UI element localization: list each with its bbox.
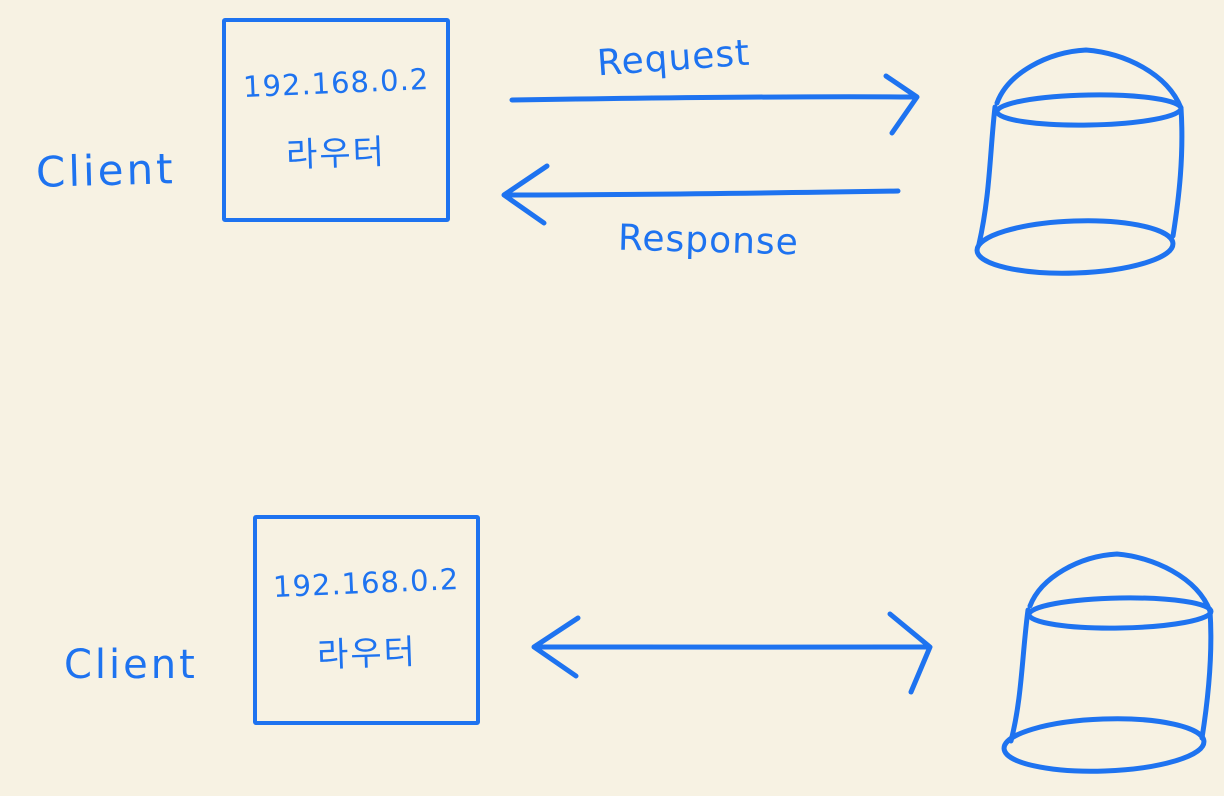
bidirectional-arrow arrow-bidirectional-icon: [531, 611, 933, 695]
bottom-router-ip: 192.168.0.2: [272, 561, 461, 604]
top-router-ip: 192.168.0.2: [242, 61, 430, 104]
bottom-router-name: 라우터: [316, 631, 418, 676]
bottom-client-label: Client: [64, 642, 198, 688]
bottom-router-box: 192.168.0.2 라우터: [253, 515, 480, 725]
top-client-label: Client: [35, 144, 177, 197]
top-router-name: 라우터: [285, 131, 387, 176]
top-router-box: 192.168.0.2 라우터: [222, 18, 450, 222]
response-arrow-label: Response: [617, 217, 800, 264]
server-database-cylinder-icon: [974, 47, 1185, 276]
request-arrow arrow-right-icon: [509, 73, 920, 136]
response-arrow arrow-left-icon: [501, 163, 901, 226]
server-database-cylinder-icon: [1001, 551, 1214, 774]
